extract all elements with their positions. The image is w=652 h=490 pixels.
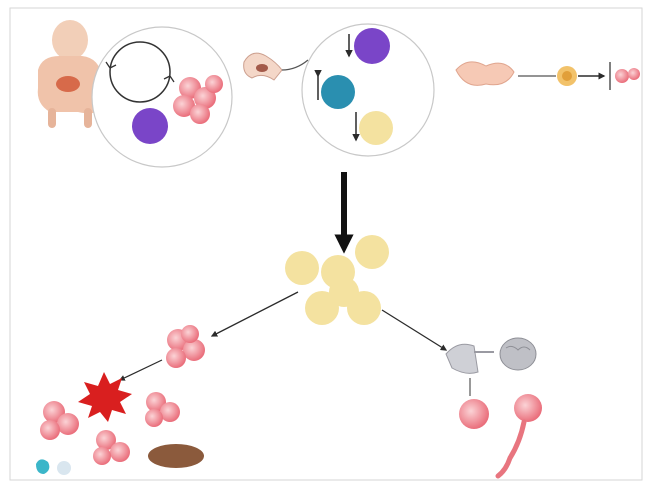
regulation-panel <box>301 23 435 157</box>
teal-node <box>321 75 355 109</box>
lower-left-arrow <box>118 359 163 381</box>
left-branch-arrow <box>210 291 299 337</box>
brain-icon <box>499 337 537 371</box>
cycle-circle-icon <box>105 41 175 103</box>
fetal-cells-icon <box>615 68 640 83</box>
red-burst-icon <box>78 372 132 422</box>
mother-figure-icon <box>37 20 102 128</box>
yellow-cluster <box>285 235 389 325</box>
cycle-panel <box>91 26 233 168</box>
cell-cluster-icon <box>173 75 223 124</box>
purple-node-left <box>132 108 168 144</box>
vessel-icon <box>445 343 494 374</box>
yellow-node-top <box>359 111 393 145</box>
cell-cluster-center-bottom-icon <box>93 430 130 465</box>
embryo-icon <box>557 66 577 86</box>
cell-cluster-mid-icon <box>166 325 205 368</box>
cell-cluster-right-of-burst-icon <box>145 392 180 427</box>
purple-node-top <box>354 28 390 64</box>
cell-cluster-bottom-right-icon <box>459 399 489 429</box>
uterus-icon <box>243 52 283 81</box>
cell-cluster-bottom-left-icon <box>40 401 79 440</box>
placenta-icon <box>455 61 515 86</box>
small-cell-pair-icon <box>36 459 71 475</box>
right-branch-arrow <box>381 309 448 351</box>
fetus-icon <box>495 394 542 479</box>
brown-pill-icon <box>148 444 204 468</box>
uterus-connector <box>281 59 309 71</box>
